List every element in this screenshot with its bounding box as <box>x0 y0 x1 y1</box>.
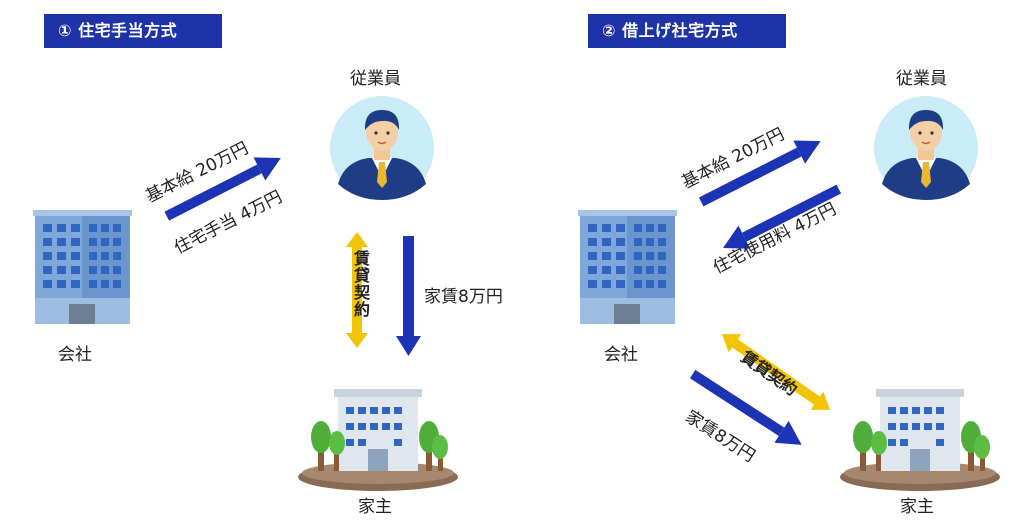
usage-fee-arrow-right <box>722 184 842 249</box>
salary-arrow-left <box>164 157 281 221</box>
lease-arrow-left <box>346 232 368 348</box>
left-panel-title: ① 住宅手当方式 <box>44 14 222 48</box>
left-lease-label: 賃貸契約 <box>351 250 370 318</box>
left-landlord-label: 家主 <box>358 497 392 517</box>
right-company-label: 会社 <box>604 345 638 365</box>
lease-arrow-right <box>721 334 831 410</box>
rent-arrow-right <box>689 369 802 445</box>
rent-arrow-left <box>396 236 421 356</box>
employee-avatar-icon-left <box>329 95 435 201</box>
landlord-apartment-icon-right <box>840 389 1000 491</box>
employee-avatar-icon-right <box>873 95 979 201</box>
landlord-apartment-icon-left <box>298 389 458 491</box>
right-employee-label: 従業員 <box>896 69 947 89</box>
salary-arrow-right <box>698 140 821 207</box>
left-employee-label: 従業員 <box>350 69 401 89</box>
right-panel-title: ② 借上げ社宅方式 <box>588 14 786 48</box>
company-building-icon-right <box>578 210 677 324</box>
left-company-label: 会社 <box>58 345 92 365</box>
right-landlord-label: 家主 <box>900 497 934 517</box>
left-rent-label: 家賃8万円 <box>424 287 503 307</box>
company-building-icon-left <box>33 210 132 324</box>
